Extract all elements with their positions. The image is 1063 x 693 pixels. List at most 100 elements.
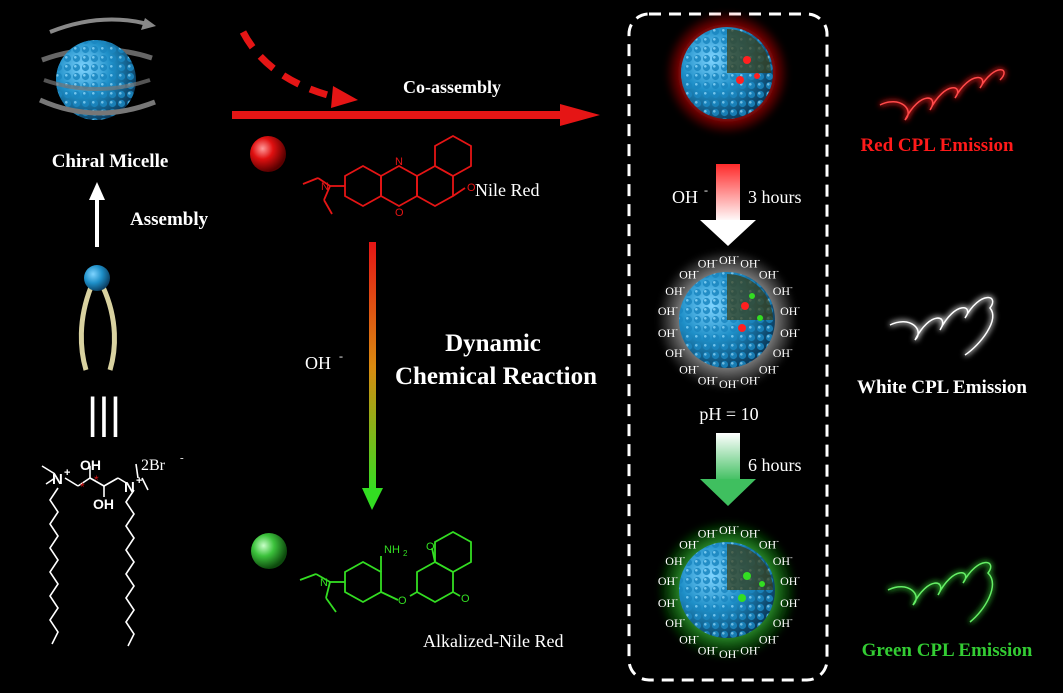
charge-right: + xyxy=(136,475,142,487)
hydroxide-label: OH- xyxy=(759,537,779,552)
charge-left: + xyxy=(64,467,70,479)
nile-red-amine: N xyxy=(321,181,329,193)
white-micelle xyxy=(657,250,797,390)
hydroxide-label: OH- xyxy=(719,252,739,267)
step2-arrow xyxy=(700,433,756,506)
chiral-center-1-icon: * xyxy=(80,480,85,494)
alkalized-molecule xyxy=(299,530,472,613)
hydroxide-label: OH- xyxy=(658,573,678,588)
hydroxide-ring-white: OH-OH-OH-OH-OH-OH-OH-OH-OH-OH-OH-OH-OH-O… xyxy=(658,252,801,391)
nile-red-o-ring: O xyxy=(395,207,404,219)
reaction-title-line2: Chemical Reaction xyxy=(395,363,597,390)
hydroxyl-bottom: OH xyxy=(93,496,114,512)
hydroxide-label: OH- xyxy=(665,553,685,568)
green-cpl-spiral-core xyxy=(887,561,994,623)
equivalence-bars: ||| xyxy=(87,389,121,438)
chiral-center-2-icon: * xyxy=(94,473,99,487)
nile-red-label: Nile Red xyxy=(475,180,540,200)
coassembly-arrow xyxy=(232,104,600,126)
alkalized-amine: NH xyxy=(384,544,400,556)
hydroxide-label: OH- xyxy=(665,345,685,360)
hydroxide-label: OH- xyxy=(780,573,800,588)
hydroxide-label: OH- xyxy=(665,615,685,630)
hydroxide-label: OH- xyxy=(773,553,793,568)
hydroxide-label: OH- xyxy=(698,372,718,387)
hydroxide-label: OH- xyxy=(665,283,685,298)
reaction-title-line1: Dynamic xyxy=(445,330,541,357)
hydroxide-label: OH- xyxy=(780,303,800,318)
counterion-charge: - xyxy=(180,452,184,464)
alkalized-amine-sub: 2 xyxy=(403,549,408,558)
hydroxide-label: OH- xyxy=(773,615,793,630)
hydroxide-label: OH- xyxy=(698,256,718,271)
ammonium-left: N xyxy=(52,471,63,488)
step2-time: 6 hours xyxy=(748,455,802,475)
alkalized-o-keto2: O xyxy=(461,593,470,605)
nile-red-molecule xyxy=(302,134,472,215)
micelle-label: Chiral Micelle xyxy=(52,151,169,172)
hydroxide-label: OH- xyxy=(679,267,699,282)
hydroxide-label: OH- xyxy=(719,646,739,661)
red-cpl-spiral-icon xyxy=(879,68,1006,122)
alkalized-o-ether: O xyxy=(398,595,407,607)
hydroxide-label: OH- xyxy=(773,283,793,298)
hydroxide-label: OH- xyxy=(658,325,678,340)
red-cpl-spiral-core xyxy=(879,69,1005,121)
alkalized-ball xyxy=(251,533,287,569)
rotation-arrow-icon xyxy=(141,18,156,30)
nile-red-ball xyxy=(250,136,286,172)
hydroxide-label: OH- xyxy=(698,526,718,541)
hydroxide-label: OH- xyxy=(759,362,779,377)
reaction-reagent: OH xyxy=(305,353,331,373)
hydroxide-label: OH- xyxy=(719,522,739,537)
alkalized-o-keto1: O xyxy=(426,541,435,553)
ph-label: pH = 10 xyxy=(699,404,758,424)
red-micelle xyxy=(665,11,789,135)
hydroxide-label: OH- xyxy=(658,595,678,610)
step1-time: 3 hours xyxy=(748,187,802,207)
hydroxide-label: OH- xyxy=(740,642,760,657)
emission-white-label: White CPL Emission xyxy=(857,377,1027,398)
hydroxide-label: OH- xyxy=(759,267,779,282)
step1-reagent-charge: - xyxy=(704,183,708,197)
reaction-reagent-charge: - xyxy=(339,349,343,363)
dashed-curve-arrow xyxy=(239,30,336,101)
green-micelle xyxy=(657,520,797,660)
alkalized-label: Alkalized-Nile Red xyxy=(423,631,563,651)
nile-red-o-keto: O xyxy=(467,182,476,194)
coassembly-label: Co-assembly xyxy=(403,77,501,97)
alkalized-n: N xyxy=(320,577,328,589)
dashed-arrow-head-icon xyxy=(331,86,358,108)
hydroxide-label: OH- xyxy=(658,303,678,318)
step1-reagent: OH xyxy=(672,187,698,207)
emission-green-label: Green CPL Emission xyxy=(862,640,1033,661)
hydroxide-ring-green: OH-OH-OH-OH-OH-OH-OH-OH-OH-OH-OH-OH-OH-O… xyxy=(658,522,801,661)
assembly-label: Assembly xyxy=(130,209,209,230)
hydroxide-label: OH- xyxy=(719,376,739,391)
hydroxide-label: OH- xyxy=(679,632,699,647)
process-box xyxy=(627,12,829,682)
hydroxide-label: OH- xyxy=(740,256,760,271)
white-cpl-spiral-core xyxy=(889,296,994,356)
hydroxide-label: OH- xyxy=(773,345,793,360)
step1-arrow xyxy=(700,164,756,246)
hydroxide-label: OH- xyxy=(679,362,699,377)
hydroxide-label: OH- xyxy=(780,325,800,340)
hydroxide-label: OH- xyxy=(780,595,800,610)
reaction-arrow xyxy=(362,242,383,510)
hydroxide-label: OH- xyxy=(679,537,699,552)
counterion: 2Br xyxy=(141,457,166,474)
nile-red-n: N xyxy=(395,156,403,168)
surfactant-cartoon xyxy=(78,265,117,371)
assembly-arrow xyxy=(89,182,105,247)
chiral-micelle xyxy=(38,17,156,120)
ammonium-right: N xyxy=(124,479,135,496)
surfactant-structure xyxy=(41,463,149,647)
hydroxide-label: OH- xyxy=(740,526,760,541)
hydroxide-label: OH- xyxy=(759,632,779,647)
hydroxyl-top: OH xyxy=(80,457,101,473)
hydroxide-label: OH- xyxy=(698,642,718,657)
hydroxide-label: OH- xyxy=(740,372,760,387)
